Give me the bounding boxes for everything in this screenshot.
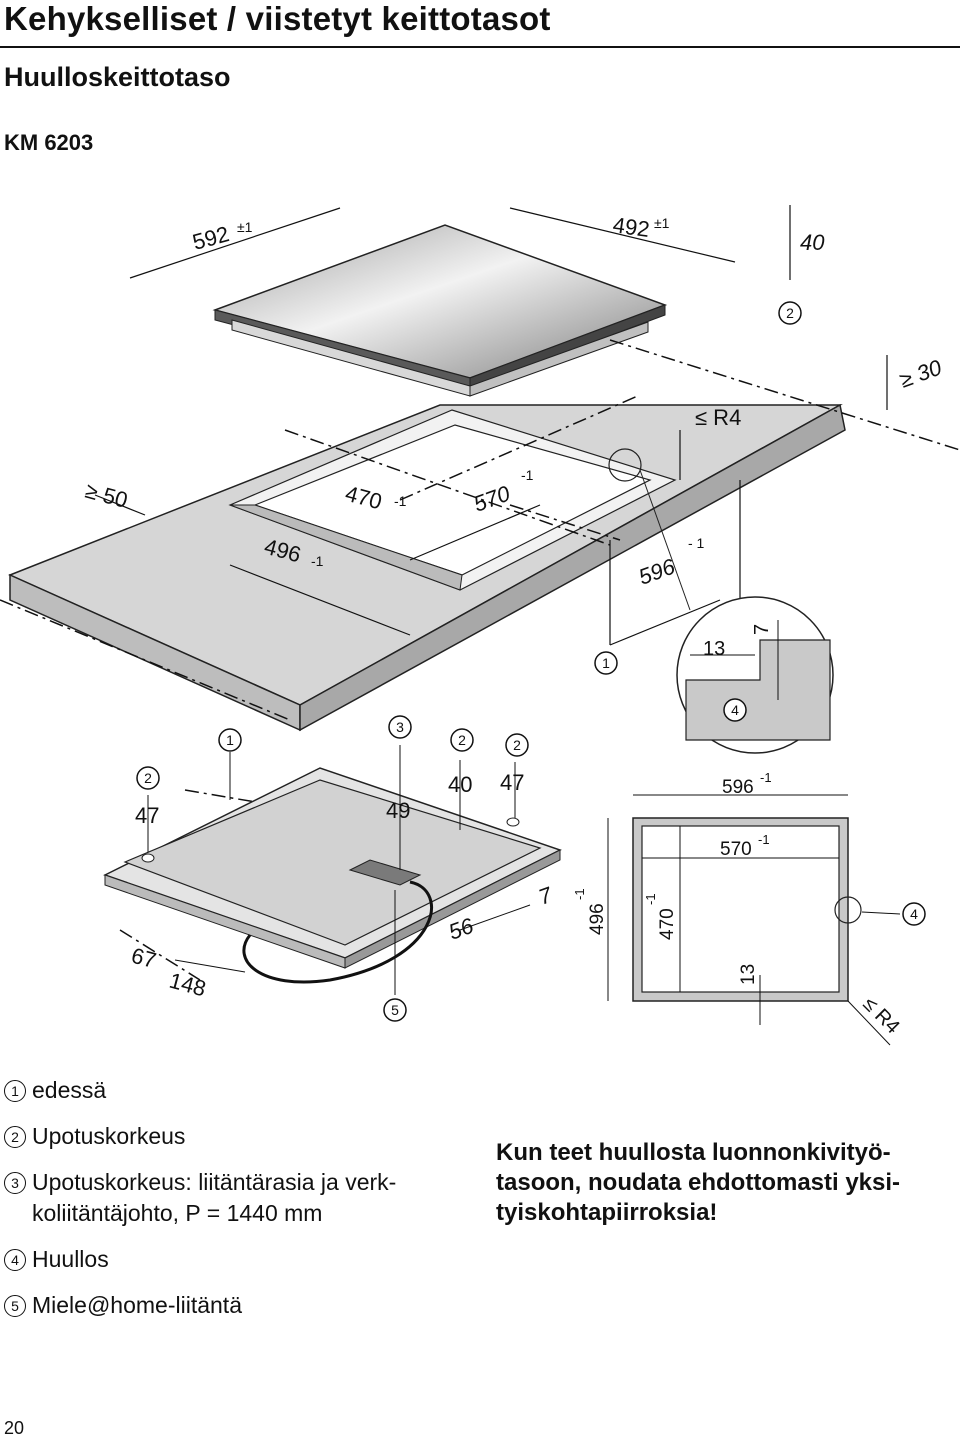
- svg-text:67: 67: [129, 943, 159, 973]
- legend: 1 edessä 2 Upotuskorkeus 3 Upotuskorkeus…: [4, 1075, 464, 1336]
- svg-text:-1: -1: [521, 467, 534, 483]
- svg-text:47: 47: [500, 770, 524, 795]
- callout-1-under: 1: [218, 728, 242, 752]
- svg-text:592: 592: [190, 221, 232, 255]
- hob-glass: [212, 224, 668, 397]
- svg-text:≤ R4: ≤ R4: [695, 405, 741, 430]
- cutout-plan: [607, 794, 901, 1046]
- svg-text:2: 2: [144, 770, 152, 786]
- svg-text:-1: -1: [760, 770, 772, 785]
- svg-text:2: 2: [786, 305, 794, 321]
- svg-text:-1: -1: [572, 888, 587, 900]
- legend-item: 1 edessä: [4, 1075, 464, 1106]
- svg-text:13: 13: [703, 638, 725, 660]
- legend-item: 4 Huullos: [4, 1244, 464, 1275]
- svg-text:492: 492: [611, 212, 651, 242]
- legend-number: 5: [4, 1295, 26, 1317]
- svg-text:596: 596: [635, 553, 679, 589]
- svg-text:-1: -1: [311, 553, 324, 569]
- rebate-detail: [608, 448, 834, 754]
- svg-text:596: 596: [722, 777, 754, 798]
- svg-text:470: 470: [657, 908, 678, 940]
- callout-2-under-left: 2: [136, 766, 160, 790]
- legend-text: Upotuskorkeus: [32, 1123, 186, 1149]
- svg-text:570: 570: [720, 839, 752, 860]
- model-number: KM 6203: [4, 130, 94, 155]
- legend-item: 3 Upotuskorkeus: liitäntärasia ja verk­k…: [4, 1167, 464, 1229]
- callout-1-worktop: 1: [594, 651, 618, 675]
- callout-2-under-b: 2: [505, 733, 529, 757]
- legend-number: 3: [4, 1172, 26, 1194]
- svg-text:-1: -1: [758, 832, 770, 847]
- svg-text:4: 4: [731, 702, 739, 718]
- svg-text:≤ R4: ≤ R4: [858, 993, 903, 1038]
- section-subtitle: Huulloskeittotaso: [4, 62, 231, 92]
- svg-text:496: 496: [587, 903, 608, 935]
- legend-number: 4: [4, 1249, 26, 1271]
- svg-text:2: 2: [458, 732, 466, 748]
- svg-text:40: 40: [448, 772, 472, 797]
- legend-number: 2: [4, 1126, 26, 1148]
- installation-diagram: 2 1 4 1 3 2 2 2 5 4 592 ±1 492 ±1 40 ≥ 3…: [0, 205, 960, 1046]
- svg-text:-1: -1: [394, 493, 407, 509]
- svg-text:3: 3: [396, 719, 404, 735]
- svg-text:2: 2: [513, 737, 521, 753]
- callout-2-top: 2: [778, 301, 802, 325]
- svg-text:4: 4: [910, 906, 918, 922]
- callout-4-plan: 4: [902, 902, 926, 926]
- svg-text:-1: -1: [643, 893, 658, 905]
- hob-underside: [103, 745, 562, 995]
- svg-text:≥ 30: ≥ 30: [896, 354, 945, 392]
- legend-item: 2 Upotuskorkeus: [4, 1121, 464, 1152]
- warning-note: Kun teet huullosta luonnonkivityö­tasoon…: [496, 1139, 901, 1226]
- svg-text:1: 1: [226, 732, 234, 748]
- legend-text: Upotuskorkeus: liitäntärasia ja verk­kol…: [32, 1169, 397, 1226]
- legend-text: Huullos: [32, 1246, 109, 1272]
- callout-3-under: 3: [388, 715, 412, 739]
- svg-text:5: 5: [391, 1002, 399, 1018]
- svg-text:49: 49: [386, 798, 410, 823]
- svg-text:13: 13: [738, 964, 759, 985]
- title-rule: [0, 46, 960, 48]
- svg-text:40: 40: [800, 230, 825, 255]
- svg-text:±1: ±1: [654, 215, 670, 231]
- worktop: [8, 403, 846, 732]
- dimension-lines: [94, 205, 888, 646]
- svg-text:≥ 50: ≥ 50: [83, 478, 131, 513]
- legend-text: edessä: [32, 1077, 107, 1103]
- svg-text:148: 148: [167, 968, 209, 1002]
- svg-text:56: 56: [445, 913, 477, 945]
- callout-4-detail: 4: [723, 698, 747, 722]
- callout-2-under-a: 2: [450, 728, 474, 752]
- svg-text:7: 7: [535, 882, 556, 910]
- svg-text:1: 1: [602, 655, 610, 671]
- legend-text: Miele@home-liitäntä: [32, 1292, 242, 1318]
- legend-number: 1: [4, 1080, 26, 1102]
- page-number: 20: [4, 1418, 25, 1438]
- svg-text:±1: ±1: [237, 219, 253, 235]
- legend-item: 5 Miele@home-liitäntä: [4, 1290, 464, 1321]
- svg-text:- 1: - 1: [688, 535, 705, 551]
- svg-text:7: 7: [751, 624, 773, 635]
- callout-markers: 2 1 4 1 3 2 2 2 5 4: [136, 301, 926, 1022]
- page-title: Kehykselliset / viistetyt keittotasot: [4, 0, 551, 37]
- svg-text:47: 47: [135, 803, 159, 828]
- callout-5-under: 5: [383, 998, 407, 1022]
